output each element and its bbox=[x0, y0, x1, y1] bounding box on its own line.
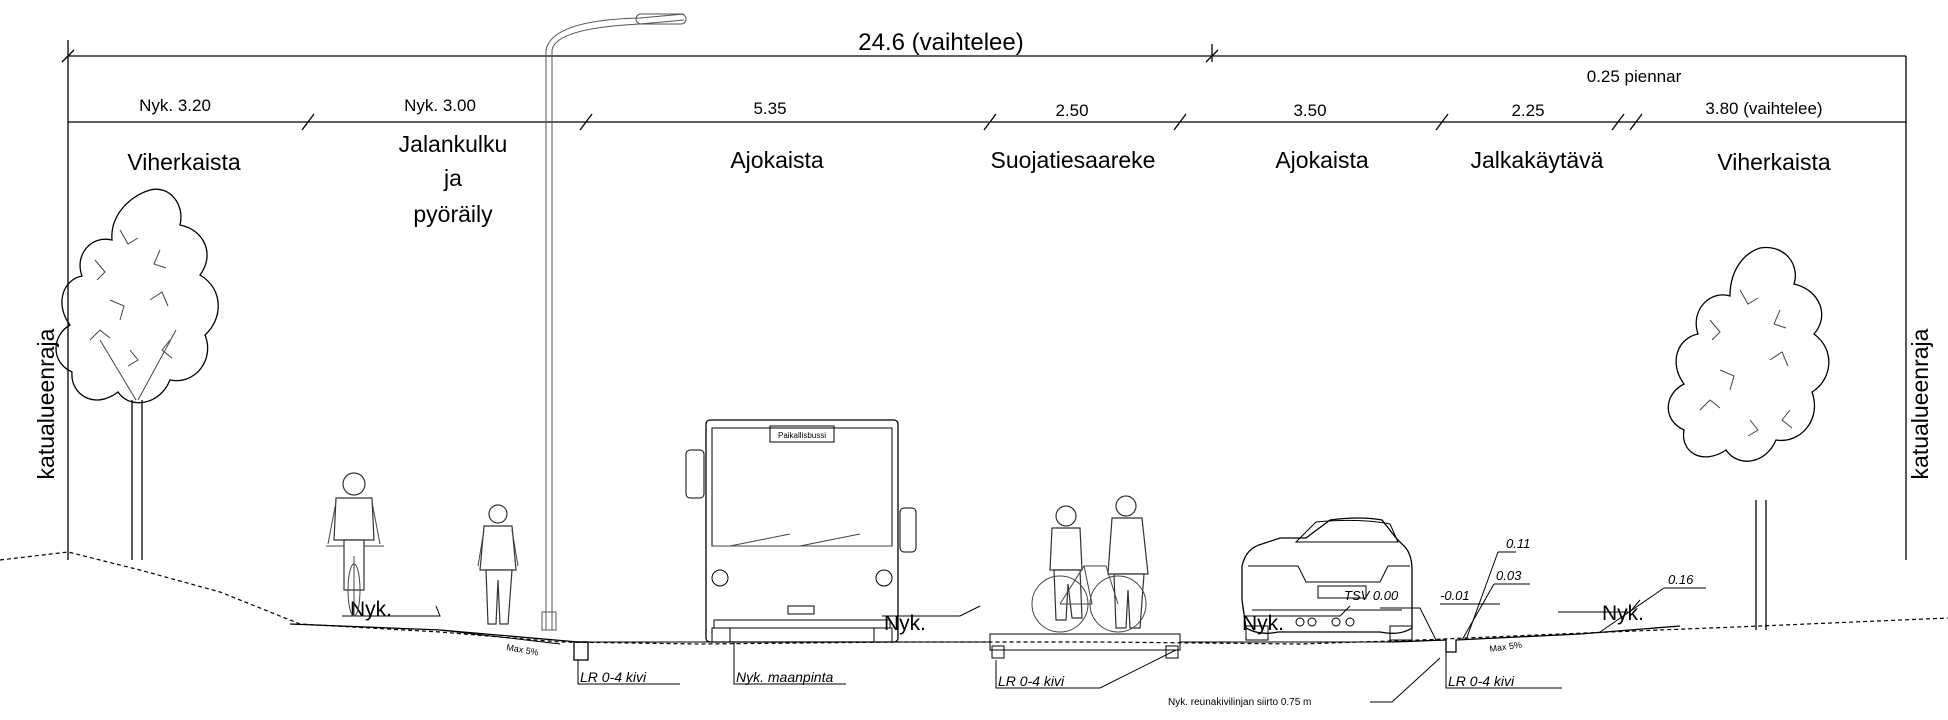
tree-icon bbox=[55, 188, 219, 560]
curb-shift-note: Nyk. reunakivilinjan siirto 0.75 m bbox=[1168, 697, 1311, 708]
existing-label-left: Nyk. bbox=[350, 598, 392, 621]
material-label-left: LR 0-4 kivi bbox=[580, 669, 647, 685]
street-surface bbox=[289, 623, 1681, 661]
width-lane-left: 5.35 bbox=[753, 99, 786, 118]
tree-icon bbox=[1667, 246, 1830, 630]
width-island: 2.50 bbox=[1055, 101, 1088, 120]
boundary-label-left: katualueenraja bbox=[33, 328, 59, 479]
car-icon bbox=[1241, 517, 1413, 641]
level-016: 0.16 bbox=[1668, 572, 1694, 587]
note-leaders bbox=[342, 551, 1706, 703]
width-lane-right: 3.50 bbox=[1293, 101, 1326, 120]
boundary-label-right: katualueenraja bbox=[1907, 328, 1933, 479]
pedestrian-icon bbox=[477, 504, 519, 625]
existing-label-far-right: Nyk. bbox=[1602, 602, 1644, 625]
segment-dimension-line bbox=[68, 113, 1906, 131]
level-tsv: TSV 0.00 bbox=[1344, 588, 1399, 603]
zone-island: Suojatiesaareke bbox=[991, 147, 1156, 173]
existing-label-right: Nyk. bbox=[1242, 612, 1284, 635]
zone-sidewalk: Jalkakäytävä bbox=[1471, 147, 1604, 173]
bus-icon bbox=[685, 419, 917, 643]
material-label-island: LR 0-4 kivi bbox=[998, 673, 1065, 689]
slope-label-right: Max 5% bbox=[1489, 640, 1523, 654]
overall-width-label: 24.6 (vaihtelee) bbox=[858, 29, 1023, 56]
width-sidewalk: 2.25 bbox=[1511, 101, 1544, 120]
cyclist-icon bbox=[326, 472, 384, 617]
zone-lane-left: Ajokaista bbox=[730, 147, 824, 173]
slope-label-left: Max 5% bbox=[506, 642, 540, 657]
width-walk-cycle: Nyk. 3.00 bbox=[404, 96, 476, 115]
shoulder-label: 0.25 piennar bbox=[1587, 67, 1682, 86]
ground-label: Nyk. maanpinta bbox=[736, 669, 833, 685]
zone-green-right: Viherkaista bbox=[1717, 149, 1831, 175]
zone-lane-right: Ajokaista bbox=[1275, 147, 1369, 173]
overall-dimension-line bbox=[61, 40, 1907, 560]
zone-green-left: Viherkaista bbox=[127, 149, 241, 175]
existing-ground-line bbox=[0, 551, 1948, 645]
zone-walk-cycle-line-2: ja bbox=[443, 165, 462, 191]
street-lamp-icon bbox=[541, 13, 687, 631]
people-with-bike-icon bbox=[1031, 495, 1149, 633]
zone-walk-cycle-line-3: pyöräily bbox=[413, 201, 493, 227]
bus-destination-sign: Paikallisbussi bbox=[778, 431, 826, 440]
width-green-right: 3.80 (vaihtelee) bbox=[1705, 99, 1822, 118]
level-011: 0.11 bbox=[1506, 536, 1530, 551]
existing-label-mid: Nyk. bbox=[884, 612, 926, 635]
width-green-left: Nyk. 3.20 bbox=[139, 96, 211, 115]
material-label-right: LR 0-4 kivi bbox=[1448, 673, 1515, 689]
zone-walk-cycle-line-1: Jalankulku bbox=[399, 131, 508, 157]
level-003: 0.03 bbox=[1496, 568, 1522, 583]
level-minus-001: -0.01 bbox=[1440, 588, 1470, 603]
